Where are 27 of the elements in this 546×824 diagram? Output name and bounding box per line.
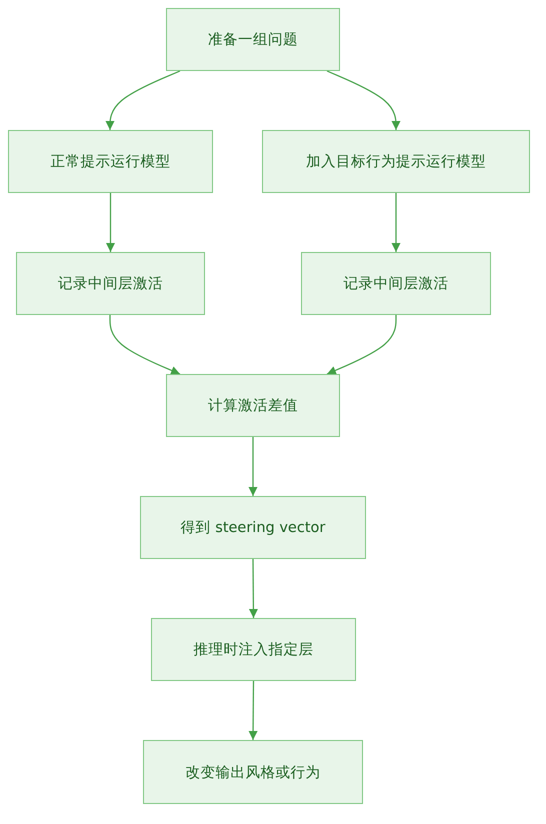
arrow bbox=[326, 70, 400, 130]
process-box bbox=[166, 374, 340, 437]
arrow bbox=[326, 315, 397, 375]
arrow bbox=[248, 437, 258, 496]
process-box bbox=[166, 8, 340, 71]
arrow bbox=[109, 315, 180, 375]
process-box bbox=[140, 496, 366, 559]
node-label: 记录中间层激活 bbox=[58, 275, 163, 293]
process-box bbox=[151, 618, 356, 681]
arrow bbox=[248, 681, 258, 740]
arrow bbox=[106, 70, 180, 130]
arrow bbox=[392, 193, 400, 252]
node-label: 记录中间层激活 bbox=[344, 275, 448, 293]
node-label: 推理时注入指定层 bbox=[194, 640, 314, 659]
arrow bbox=[106, 193, 115, 252]
process-box bbox=[8, 130, 213, 193]
node-label: 改变输出风格或行为 bbox=[186, 764, 320, 782]
node-label: 得到 steering vector bbox=[180, 519, 326, 537]
process-box bbox=[262, 130, 530, 193]
process-box bbox=[143, 740, 363, 804]
node-label: 正常提示运行模型 bbox=[50, 153, 170, 171]
node-label: 准备一组问题 bbox=[208, 31, 298, 49]
process-box bbox=[16, 252, 205, 315]
node-label: 计算激活差值 bbox=[208, 397, 298, 415]
node-label: 加入目标行为提示运行模型 bbox=[306, 153, 486, 171]
arrow bbox=[248, 559, 258, 618]
process-box bbox=[301, 252, 491, 315]
